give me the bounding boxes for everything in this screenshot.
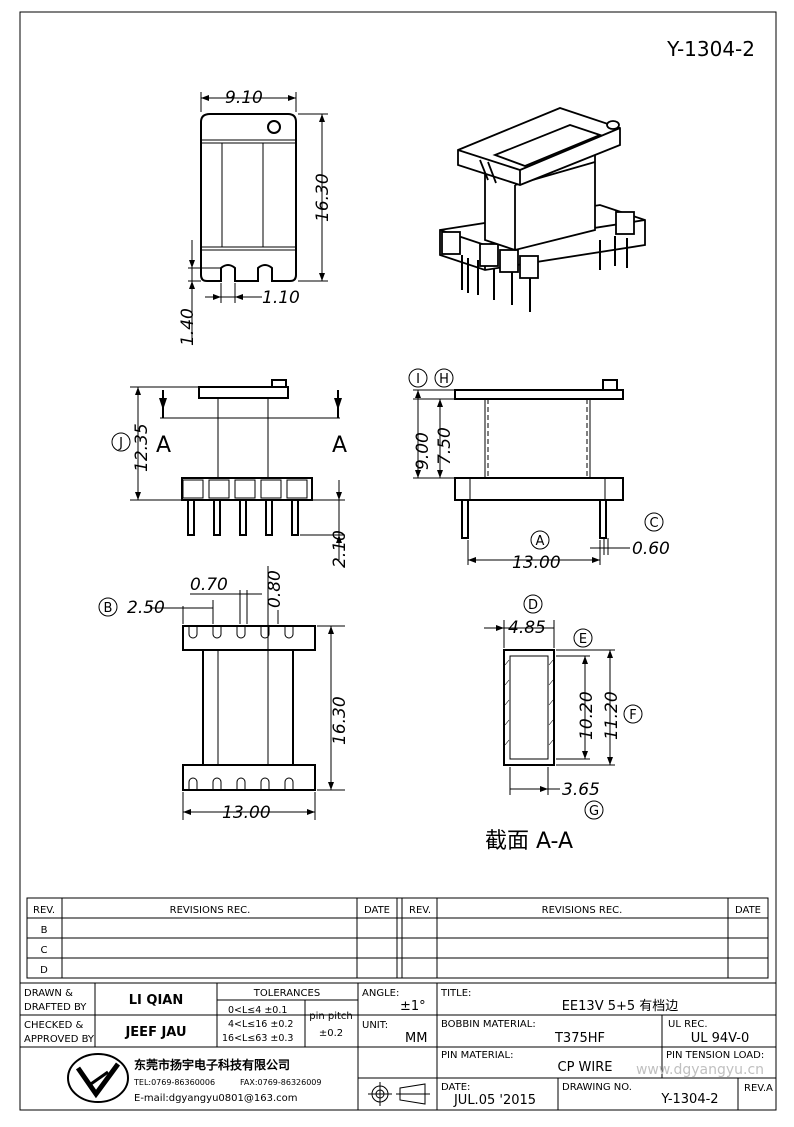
rev-row-c: C	[41, 945, 48, 956]
sheet-border	[19, 11, 777, 1111]
company-email: E-mail:dgyangyu0801@163.com	[134, 1093, 297, 1104]
section-view: 4.85 D 10.20 11.20 E F 3.65 G 截面 A-A	[484, 594, 643, 854]
bobbin-material-label: BOBBIN MATERIAL:	[441, 1019, 536, 1030]
dim-front-width: 13.00	[512, 553, 561, 573]
dim-notch-depth: 0.80	[265, 570, 285, 608]
unit-value: MM	[405, 1031, 427, 1046]
rev-header-left: REV.	[33, 905, 55, 916]
company-logo-icon	[67, 1053, 129, 1103]
dim-slot-depth: 1.40	[178, 308, 198, 346]
callout-C: C	[649, 516, 658, 531]
drawn-label-2: DRAFTED BY	[24, 1002, 87, 1013]
bottom-view: 2.50 B 0.70 0.80 16.30 13.00	[98, 566, 350, 823]
callout-G: G	[589, 804, 599, 819]
dim-top-height: 16.30	[313, 173, 333, 222]
drawing-number-header: Y-1304-2	[666, 37, 755, 61]
section-marker-left: A	[156, 433, 171, 458]
date-label: DATE:	[441, 1082, 470, 1093]
revisions-header-left: REVISIONS REC.	[170, 905, 251, 916]
ul-rec-value: UL 94V-0	[691, 1031, 750, 1046]
dim-bottom-width: 13.00	[222, 803, 271, 823]
dim-section-width: 4.85	[508, 618, 546, 638]
callout-E: E	[579, 632, 587, 647]
dim-top-width: 9.10	[225, 88, 263, 108]
dim-pin-length: 2.10	[330, 530, 350, 568]
pin-material-value: CP WIRE	[558, 1060, 613, 1075]
dim-section-inner: 10.20	[577, 691, 597, 740]
bobbin-material-value: T375HF	[554, 1031, 605, 1046]
date-header-left: DATE	[364, 905, 390, 916]
callout-J: J	[118, 436, 123, 451]
isometric-view	[439, 107, 646, 312]
unit-label: UNIT:	[362, 1020, 388, 1031]
ul-rec-label: UL REC.	[668, 1019, 708, 1030]
company-name: 东莞市扬宇电子科技有限公司	[134, 1057, 290, 1072]
dim-side-height: 12.35	[132, 423, 152, 472]
rev-header-right: REV.	[409, 905, 431, 916]
watermark: www.dgyangyu.cn	[636, 1062, 764, 1078]
tolerance-3: 16<L≤63 ±0.3	[222, 1033, 293, 1044]
angle-value: ±1°	[400, 999, 426, 1014]
callout-A: A	[536, 534, 545, 549]
dim-notch-width: 0.70	[190, 575, 228, 595]
company-tel: TEL:0769-86360006	[133, 1078, 215, 1087]
callout-F: F	[629, 708, 636, 723]
tolerance-2: 4<L≤16 ±0.2	[228, 1019, 293, 1030]
side-view: A A 12.35 J 2.10	[111, 379, 350, 568]
pin-material-label: PIN MATERIAL:	[441, 1050, 513, 1061]
dim-pin-diameter: 0.60	[632, 539, 670, 559]
company-fax: FAX:0769-86326009	[240, 1078, 321, 1087]
drawn-label-1: DRAWN &	[24, 988, 73, 999]
revision-table: REV. REVISIONS REC. DATE REV. REVISIONS …	[26, 897, 769, 979]
dim-slot-width: 1.10	[262, 288, 300, 308]
front-view: 9.00 7.50 I H 13.00 A 0.60 C	[408, 368, 670, 573]
dim-pitch-offset: 2.50	[127, 598, 165, 618]
dim-bottom-height: 16.30	[330, 696, 350, 745]
drawing-no-label: DRAWING NO.	[562, 1082, 632, 1093]
checked-label-1: CHECKED &	[24, 1020, 84, 1031]
callout-I: I	[416, 372, 420, 387]
drawn-by-value: LI QIAN	[129, 993, 183, 1008]
checked-by-value: JEEF JAU	[124, 1025, 186, 1040]
title-value: EE13V 5+5 有档边	[562, 999, 679, 1014]
date-header-right: DATE	[735, 905, 761, 916]
dim-section-outer: 11.20	[602, 691, 622, 740]
pin-tension-label: PIN TENSION LOAD:	[666, 1050, 764, 1061]
callout-B: B	[104, 601, 113, 616]
pin-pitch-value: ±0.2	[319, 1028, 343, 1039]
rev-row-d: D	[40, 965, 48, 976]
tolerances-label: TOLERANCES	[253, 988, 320, 999]
section-marker-right: A	[332, 433, 347, 458]
dim-front-h1: 9.00	[413, 432, 433, 470]
dim-section-wall: 3.65	[562, 780, 600, 800]
drawing-no-value: Y-1304-2	[660, 1092, 718, 1107]
title-block: DRAWN & DRAFTED BY LI QIAN CHECKED & APP…	[19, 982, 777, 1111]
angle-label: ANGLE:	[362, 988, 399, 999]
rev-row-b: B	[41, 925, 48, 936]
dim-front-h2: 7.50	[435, 427, 455, 465]
pin-pitch-label: pin pitch	[309, 1011, 353, 1022]
revisions-header-right: REVISIONS REC.	[542, 905, 623, 916]
title-label: TITLE:	[440, 988, 471, 999]
date-value: JUL.05 '2015	[453, 1093, 536, 1108]
checked-label-2: APPROVED BY	[24, 1034, 95, 1045]
section-caption: 截面 A-A	[485, 829, 573, 854]
top-view: 9.10 16.30 1.40 1.10	[178, 88, 333, 346]
callout-D: D	[528, 598, 538, 613]
projection-symbol-icon	[368, 1082, 430, 1106]
tolerance-1: 0<L≤4 ±0.1	[228, 1005, 287, 1016]
callout-H: H	[439, 372, 449, 387]
rev-label: REV.A	[744, 1083, 773, 1094]
